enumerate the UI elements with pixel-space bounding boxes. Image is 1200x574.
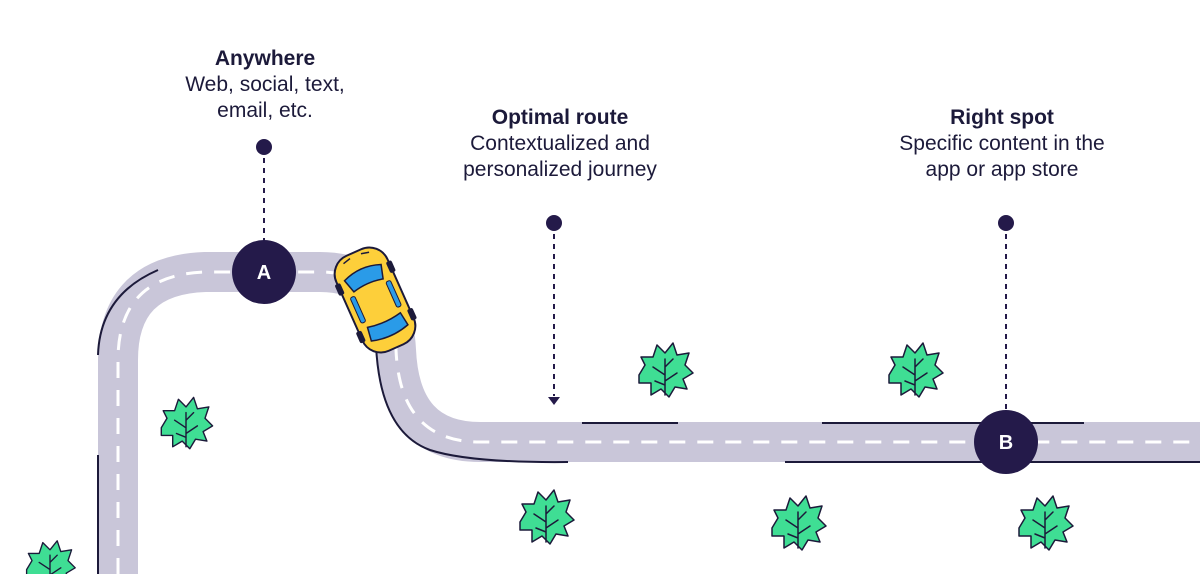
label-route-line: Contextualized and	[470, 132, 650, 155]
label-anywhere: Anywhere Web, social, text, email, etc.	[140, 46, 390, 124]
label-spot-line: Specific content in the	[899, 132, 1105, 155]
pointer-dot-route	[546, 215, 562, 231]
label-anywhere-line: email, etc.	[217, 99, 313, 122]
label-spot-title: Right spot	[950, 106, 1054, 129]
bush-icon	[1018, 495, 1074, 551]
label-route-title: Optimal route	[491, 106, 629, 129]
bush-icon	[519, 489, 575, 545]
label-route-line: personalized journey	[463, 158, 657, 181]
road-center-line	[116, 270, 1200, 574]
label-anywhere-line: Web, social, text,	[185, 73, 345, 96]
bush-icon	[160, 396, 214, 450]
pointers	[263, 148, 1007, 412]
marker-b: B	[974, 410, 1038, 474]
car-icon	[333, 246, 417, 354]
label-spot-line: app or app store	[925, 158, 1079, 181]
pointer-dot-anywhere	[256, 139, 272, 155]
bush-icon	[25, 540, 76, 574]
pointer-arrowhead	[548, 397, 560, 405]
label-route: Optimal route Contextualized and persona…	[420, 105, 700, 183]
label-spot: Right spot Specific content in the app o…	[852, 105, 1152, 183]
road-edges	[97, 269, 1200, 574]
label-anywhere-title: Anywhere	[214, 47, 316, 70]
bush-icon	[771, 495, 827, 551]
marker-b-letter: B	[999, 432, 1013, 454]
bush-icon	[888, 342, 944, 398]
pointer-dot-spot	[998, 215, 1014, 231]
bush-icon	[638, 342, 694, 398]
marker-a: A	[232, 240, 296, 304]
marker-a-letter: A	[257, 262, 271, 284]
